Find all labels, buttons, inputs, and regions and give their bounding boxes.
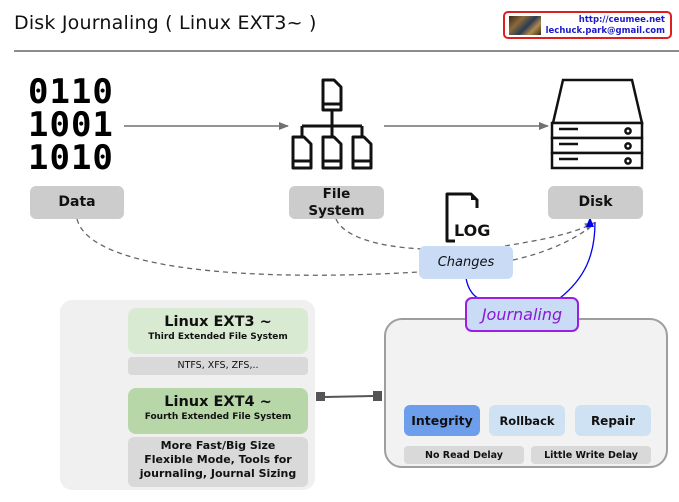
dashed-changes-to-disk-2 — [512, 223, 595, 261]
log-file-icon: LOG — [445, 192, 490, 243]
blue-changes-to-journaling — [465, 277, 479, 299]
ext4-note-line: Flexible Mode, Tools for — [144, 453, 292, 466]
title-divider — [14, 50, 679, 52]
ext3-card: Linux EXT3 ~ Third Extended File System — [128, 308, 308, 354]
feature-integrity: Integrity — [404, 405, 480, 436]
file-hierarchy-icon — [291, 78, 373, 170]
feature-repair: Repair — [575, 405, 651, 436]
badge-url[interactable]: http://ceumee.net — [578, 15, 665, 25]
binary-data-icon: 0110 1001 1010 — [28, 72, 114, 178]
author-badge: http://ceumee.net lechuck.park@gmail.com — [503, 11, 672, 39]
journaling-panel — [384, 318, 668, 468]
ext4-note-line: journaling, Journal Sizing — [139, 467, 297, 480]
ext3-subtitle: Third Extended File System — [148, 332, 288, 342]
node-fs-label-line1: File — [322, 185, 351, 202]
node-fs-label-line2: System — [308, 202, 365, 219]
node-file-system: File System — [289, 186, 384, 219]
other-fs-list: NTFS, XFS, ZFS,.. — [128, 357, 308, 375]
dashed-changes-to-disk-1 — [504, 222, 595, 247]
badge-email[interactable]: lechuck.park@gmail.com — [545, 25, 665, 36]
dashed-fs-to-changes — [335, 218, 426, 250]
node-disk-label: Disk — [578, 194, 613, 210]
author-thumbnail — [509, 16, 541, 35]
panel-connector — [316, 391, 382, 401]
feature-rollback: Rollback — [489, 405, 565, 436]
ext4-card: Linux EXT4 ~ Fourth Extended File System — [128, 388, 308, 434]
page-title: Disk Journaling ( Linux EXT3~ ) — [14, 12, 317, 34]
node-disk: Disk — [548, 186, 643, 219]
node-data: Data — [30, 186, 124, 219]
dashed-data-to-changes — [76, 218, 420, 276]
changes-box: Changes — [419, 246, 513, 279]
changes-label: Changes — [437, 255, 495, 270]
ext3-title: Linux EXT3 ~ — [164, 314, 272, 330]
node-data-label: Data — [58, 194, 96, 210]
ext4-notes: More Fast/Big Size Flexible Mode, Tools … — [128, 437, 308, 487]
little-write-delay: Little Write Delay — [531, 446, 651, 464]
ext4-subtitle: Fourth Extended File System — [144, 412, 292, 422]
ext4-note-line: More Fast/Big Size — [160, 439, 276, 452]
ext4-title: Linux EXT4 ~ — [164, 394, 272, 410]
no-read-delay: No Read Delay — [404, 446, 524, 464]
server-disk-icon — [550, 78, 644, 170]
journaling-label: Journaling — [481, 305, 563, 324]
journaling-box: Journaling — [465, 297, 579, 332]
blue-journaling-to-disk — [559, 216, 596, 299]
log-icon-text: LOG — [454, 221, 490, 240]
